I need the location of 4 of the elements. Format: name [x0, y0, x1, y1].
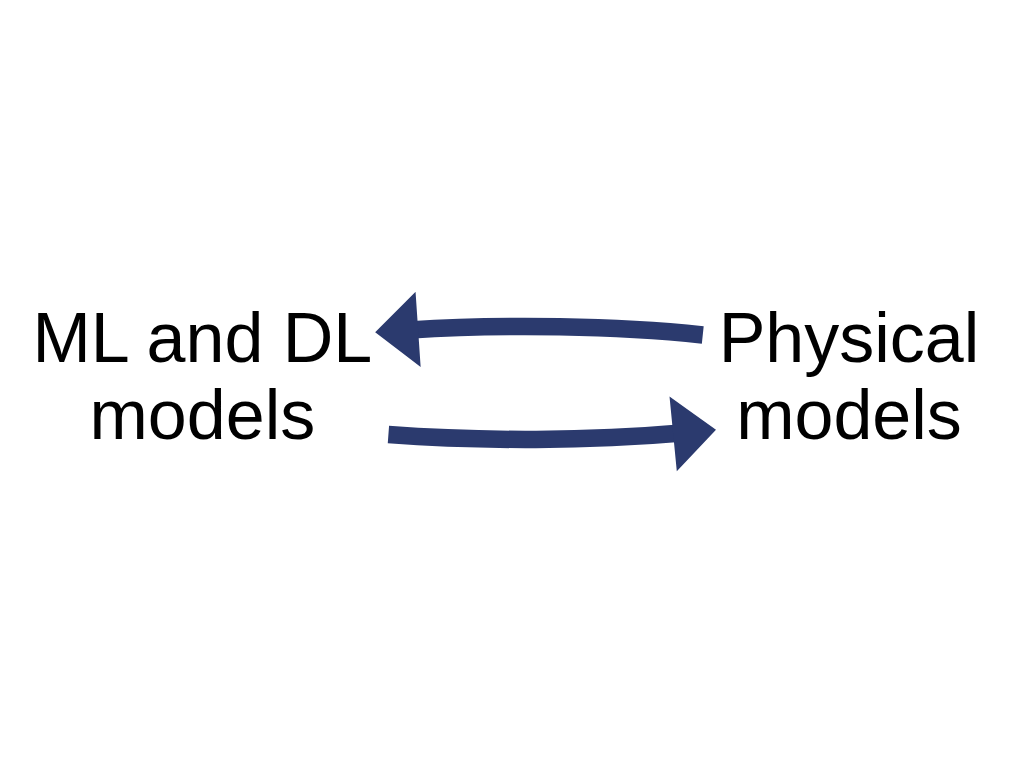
node-text: ML and DL models	[32, 298, 373, 454]
arrow	[375, 291, 704, 367]
node-text: Physical models	[718, 298, 980, 454]
arrow	[387, 395, 716, 471]
